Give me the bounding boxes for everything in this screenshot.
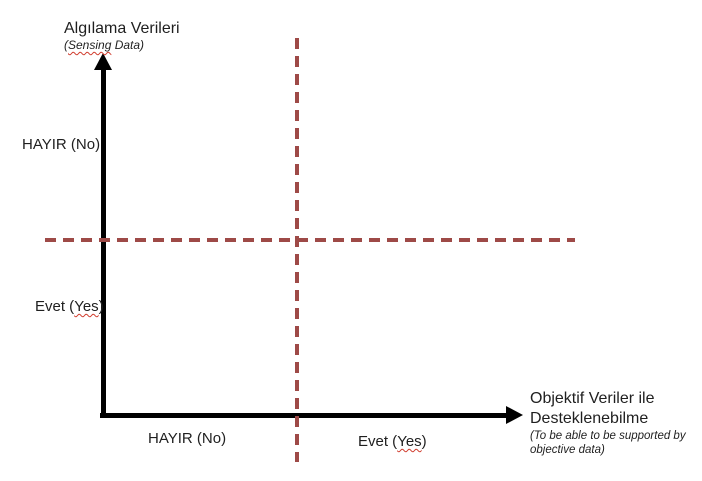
x-axis-label-no: HAYIR (No) bbox=[148, 430, 227, 447]
y-axis-subtitle: (Sensing Data) bbox=[64, 38, 145, 52]
x-axis-label-yes: Evet (Yes) bbox=[358, 433, 427, 450]
y-axis-label-yes: Evet (Yes) bbox=[35, 298, 104, 315]
x-axis-arrow-right-icon bbox=[506, 406, 523, 424]
y-axis-label-no: HAYIR (No) bbox=[22, 136, 101, 153]
horizontal-dashed-divider bbox=[45, 238, 575, 242]
y-axis-line bbox=[101, 68, 106, 417]
x-axis-subtitle-line2: objective data) bbox=[530, 444, 605, 456]
vertical-dashed-divider bbox=[295, 38, 299, 462]
y-axis-subtitle-word: Sensing bbox=[68, 38, 112, 52]
x-axis-title-line1: Objektif Veriler ile bbox=[530, 390, 655, 407]
x-axis-title-line2: Desteklenebilme bbox=[530, 410, 649, 427]
x-axis-subtitle-line1: (To be able to be supported by bbox=[530, 430, 686, 442]
y-axis-title-block: Algılama Verileri (Sensing Data) bbox=[64, 19, 180, 53]
x-axis-line bbox=[100, 413, 507, 418]
x-axis-title-block: Objektif Veriler ile Desteklenebilme (To… bbox=[530, 389, 686, 457]
y-axis-arrow-up-icon bbox=[94, 53, 112, 70]
y-axis-title: Algılama Verileri bbox=[64, 20, 180, 37]
